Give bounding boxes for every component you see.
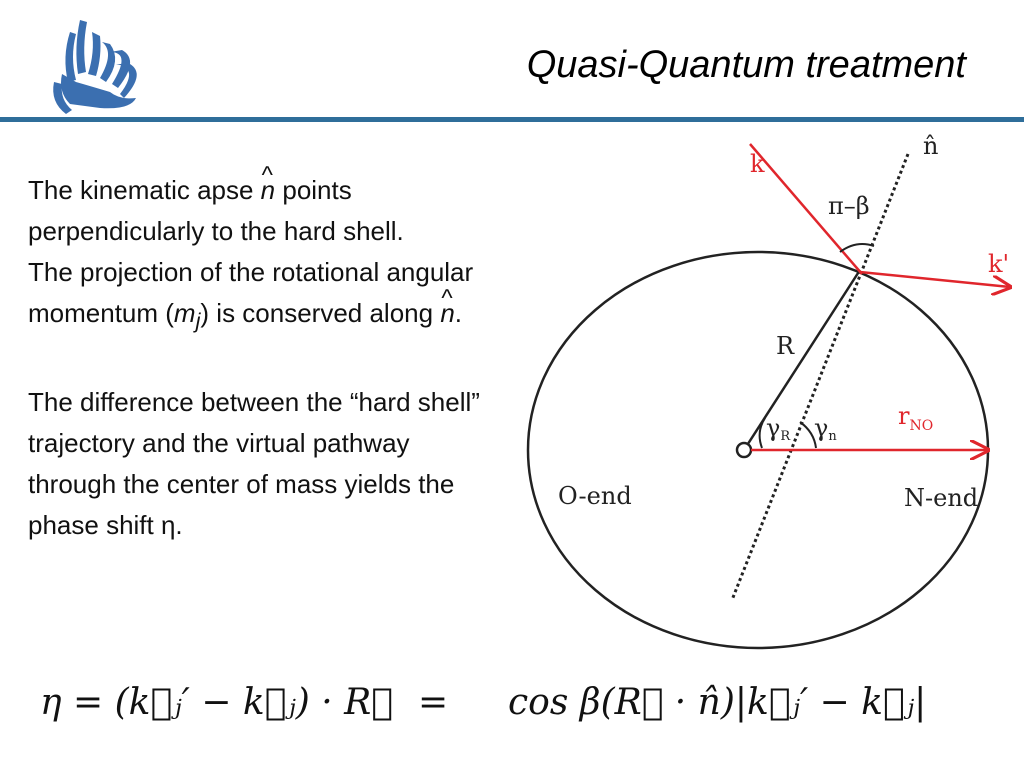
j-subscript: j	[195, 308, 201, 334]
gammaR-sub: R	[780, 429, 791, 444]
gammaR-main: γ	[766, 414, 780, 442]
text-run: points perpendicularly to the hard shell…	[28, 175, 404, 246]
label-k: k	[750, 150, 765, 178]
gamman-sub: n	[828, 429, 837, 444]
pi-minus-beta-arc	[839, 243, 875, 253]
label-rNO: rNO	[898, 402, 933, 434]
collision-diagram: n̂ k k' π–β R rNO γR γn O-end N-end	[526, 132, 1024, 650]
text-run: .	[454, 298, 463, 328]
label-gamma-R: γR	[766, 414, 791, 444]
gamma-n-arc	[799, 421, 817, 449]
gamma-R-arc	[758, 417, 766, 449]
label-k-prime: k'	[988, 250, 1009, 278]
label-gamma-n: γn	[814, 414, 837, 444]
griffin-logo	[53, 20, 137, 114]
header-rule	[0, 117, 1024, 122]
n-hat-symbol: n	[440, 278, 454, 334]
gamman-main: γ	[814, 414, 828, 442]
k-prime-vector	[859, 270, 1010, 287]
center-of-mass	[735, 441, 753, 459]
label-R: R	[776, 332, 795, 360]
k-vector	[749, 143, 863, 275]
text-run: The kinematic apse	[28, 175, 261, 205]
formula-rhs: cos β(R⃗ · n̂)|k⃗ⱼ′ − k⃗ⱼ|	[508, 682, 927, 723]
paragraph-difference: The difference between the “hard shell” …	[28, 387, 480, 541]
n-axis-dotted	[730, 153, 910, 601]
label-n-end: N-end	[904, 484, 978, 512]
text-run: The projection of the rotational angular…	[28, 257, 474, 328]
paragraph-projection: The projection of the rotational angular…	[28, 252, 498, 341]
rNO-sub: NO	[909, 418, 933, 434]
label-pi-minus-beta: π–β	[828, 192, 870, 220]
label-o-end: O-end	[558, 482, 632, 510]
phase-shift-formula: η = (k⃗ⱼ′ − k⃗ⱼ) · R⃗ = cos β(R⃗ · n̂)|k…	[40, 682, 926, 732]
text-run: ) is conserved along	[200, 298, 441, 328]
paragraph-apse: The kinematic apse n points perpendicula…	[28, 155, 498, 252]
n-hat-symbol: n	[261, 155, 275, 211]
rNO-main: r	[898, 402, 910, 430]
m-symbol: m	[173, 298, 196, 328]
body-text: The kinematic apse n points perpendicula…	[28, 155, 498, 546]
slide-title: Quasi-Quantum treatment	[526, 44, 966, 86]
formula-equals: =	[418, 682, 449, 723]
formula-lhs: η = (k⃗ⱼ′ − k⃗ⱼ) · R⃗	[40, 682, 393, 723]
label-n-hat: n̂	[923, 132, 938, 160]
